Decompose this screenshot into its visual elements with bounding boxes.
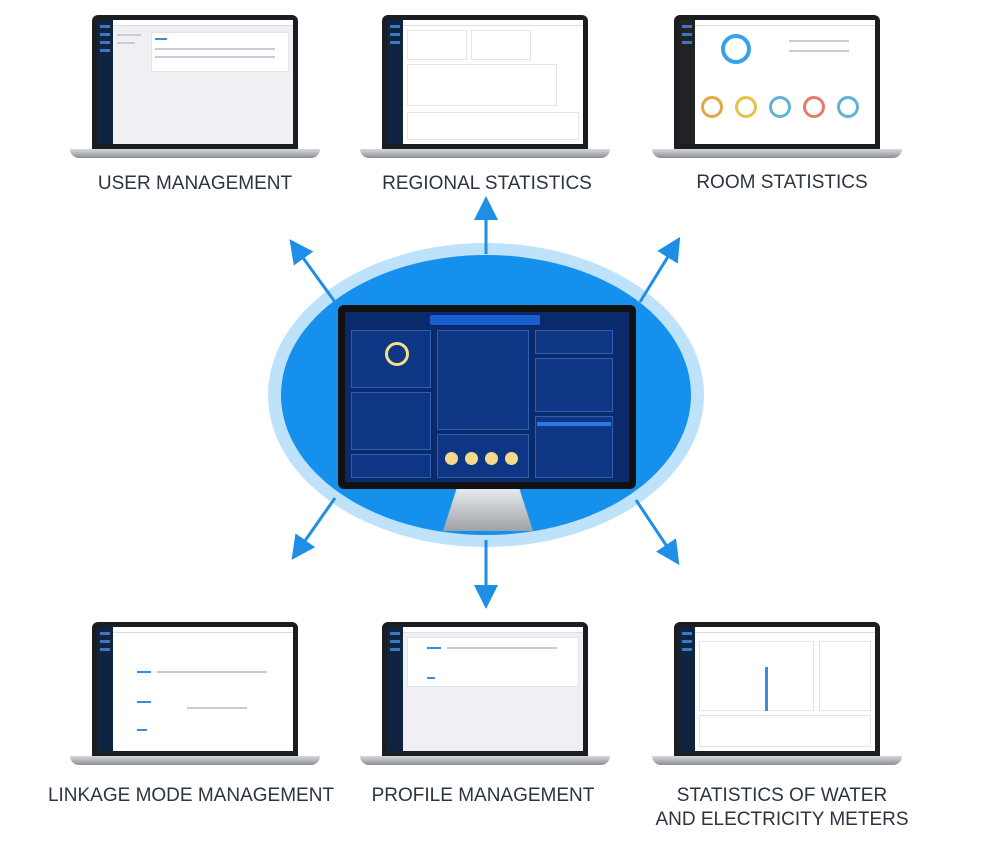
laptop-linkage-mode-management: [70, 622, 320, 767]
arrow-down-right: [634, 499, 680, 565]
label-regional-statistics: REGIONAL STATISTICS: [382, 173, 592, 194]
label-user-management: USER MANAGEMENT: [97, 173, 293, 194]
label-profile-management: PROFILE MANAGEMENT: [371, 785, 595, 806]
laptop-user-management: [70, 15, 320, 160]
label-meters-line1: STATISTICS OF WATER: [676, 785, 888, 806]
laptop-water-electricity-meters: [652, 622, 902, 767]
label-room-statistics: ROOM STATISTICS: [696, 172, 868, 193]
monitor-stand: [443, 489, 533, 531]
label-linkage-mode-management: LINKAGE MODE MANAGEMENT: [47, 785, 335, 806]
arrow-up-right: [638, 236, 681, 303]
dashboard-screen: [345, 312, 629, 482]
laptop-room-statistics: [652, 15, 902, 160]
label-meters-line2: AND ELECTRICITY METERS: [655, 809, 909, 830]
arrow-up-left: [289, 239, 337, 303]
laptop-profile-management: [360, 622, 610, 767]
arrow-down-left: [291, 497, 337, 560]
central-dashboard-monitor: [338, 305, 636, 489]
laptop-regional-statistics: [360, 15, 610, 160]
